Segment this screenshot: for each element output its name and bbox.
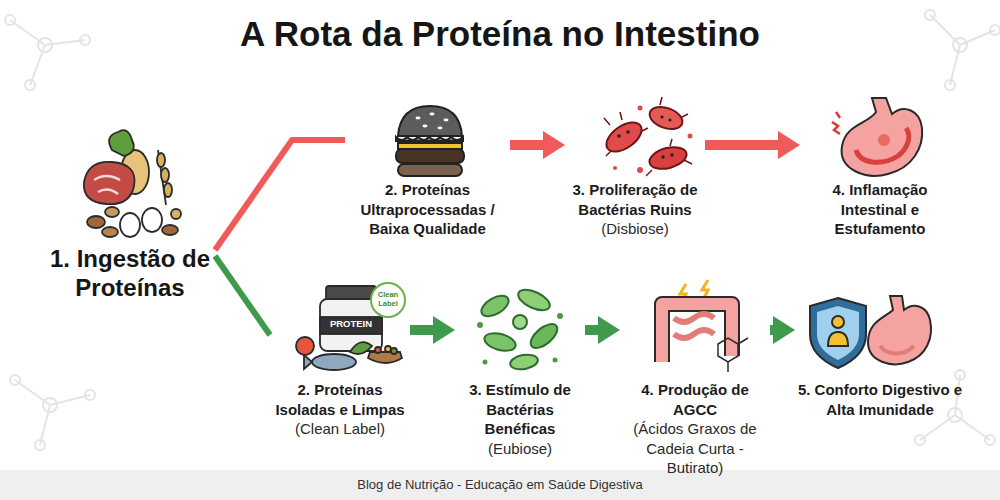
bad-bacteria-icon [601, 97, 692, 176]
step-note: (Ácidos Graxos de Cadeia Curta - Butirat… [620, 419, 770, 478]
molecule-decoration [5, 10, 1000, 450]
arrow-shaft [510, 140, 544, 150]
arrow-head [773, 316, 795, 344]
protein-jar-icon [296, 283, 405, 370]
arrow-shaft [215, 140, 345, 250]
step-heading: 3. Estímulo de Bactérias Benéficas [455, 380, 585, 439]
step-heading: 1. Ingestão de Proteínas [45, 245, 215, 303]
arrow-shaft [585, 325, 599, 335]
step-note: (Eubiose) [455, 439, 585, 459]
immunity-shield-icon [810, 296, 931, 368]
step-heading: 2. Proteínas Ultraprocessadas / Baixa Qu… [345, 180, 510, 239]
badge-text: Clean Label [373, 291, 403, 308]
arrow-head [778, 131, 800, 159]
arrow-head [543, 131, 565, 159]
step-note: (Clean Label) [270, 419, 410, 439]
arrow-shaft [215, 256, 270, 335]
step-note: (Disbiose) [565, 219, 705, 239]
inflamed-stomach-icon [832, 98, 922, 176]
arrow-head [433, 316, 455, 344]
process-step: 5. Conforto Digestivo e Alta Imunidade [795, 280, 965, 419]
step-heading: 4. Inflamação Intestinal e Estufamento [800, 180, 960, 239]
step-heading: 3. Proliferação de Bactérias Ruins [565, 180, 705, 219]
flow-arrow [215, 256, 270, 335]
arrow-head [598, 316, 620, 344]
arrow-shaft [770, 325, 774, 335]
flow-arrow [215, 140, 345, 250]
flow-arrow [770, 316, 795, 344]
process-step: 2. Proteínas Ultraprocessadas / Baixa Qu… [345, 100, 510, 239]
footer-band [0, 470, 1000, 500]
intestine-icon [662, 280, 748, 372]
flow-arrow [510, 131, 565, 159]
start-step: 1. Ingestão de Proteínas [45, 148, 215, 303]
process-step: 3. Proliferação de Bactérias Ruins(Disbi… [565, 100, 705, 239]
flow-arrow [410, 316, 455, 344]
process-step: 4. Inflamação Intestinal e Estufamento [800, 100, 960, 239]
step-heading: 4. Produção de AGCC [620, 380, 770, 419]
flow-arrow [585, 316, 620, 344]
good-bacteria-icon [477, 286, 563, 372]
step-heading: 5. Conforto Digestivo e Alta Imunidade [795, 380, 965, 419]
flow-arrow [705, 131, 800, 159]
process-step: 4. Produção de AGCC(Ácidos Graxos de Cad… [620, 280, 770, 478]
footer-caption: Blog de Nutrição - Educação em Saúde Dig… [0, 470, 1000, 500]
arrow-shaft [410, 325, 434, 335]
protein-food-icon [84, 130, 181, 237]
process-step: 3. Estímulo de Bactérias Benéficas(Eubio… [455, 280, 585, 458]
burger-icon [396, 106, 464, 176]
jar-label: PROTEIN [320, 319, 382, 330]
arrow-shaft [705, 140, 779, 150]
diagram-title: A Rota da Proteína no Intestino [0, 14, 1000, 54]
step-heading: 2. Proteínas Isoladas e Limpas [270, 380, 410, 419]
